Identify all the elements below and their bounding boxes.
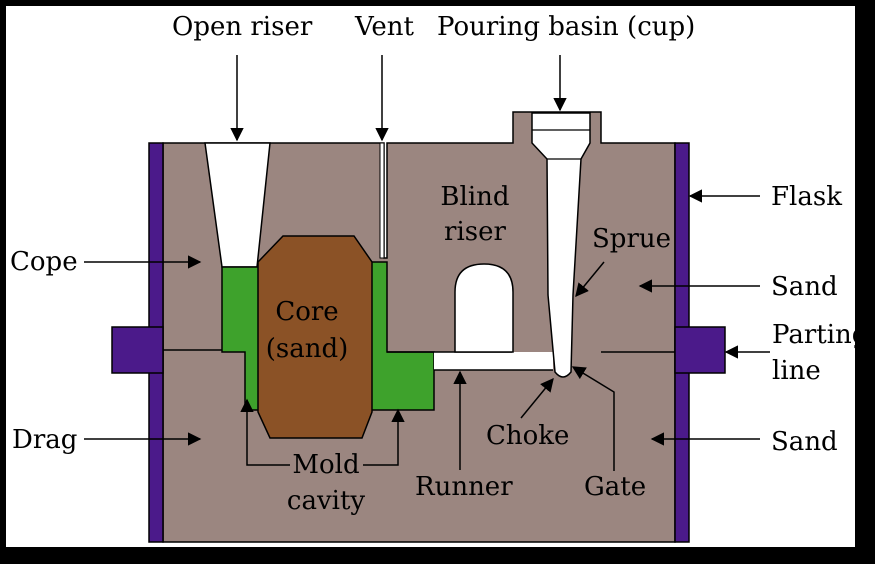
label-pouring-basin: Pouring basin (cup) (437, 12, 695, 42)
arrow-choke (520, 377, 554, 419)
label-parting-line1: Parting (772, 320, 868, 350)
labels: Open riser Vent Pouring basin (cup) Flas… (10, 12, 868, 516)
label-flask: Flask (771, 182, 842, 212)
label-sand-bottom: Sand (771, 427, 838, 457)
arrow-mold-cavity-left (240, 398, 290, 466)
label-runner: Runner (415, 472, 513, 502)
core-sand (257, 235, 373, 439)
label-mold-cavity-line2: cavity (287, 486, 366, 516)
pouring-basin-and-sprue (531, 112, 591, 378)
label-drag: Drag (12, 425, 77, 455)
label-choke: Choke (486, 421, 569, 451)
label-sprue: Sprue (592, 224, 671, 254)
arrow-gate (571, 366, 615, 471)
vent-channel (379, 142, 385, 259)
label-vent: Vent (354, 12, 415, 42)
flask-right-lug (674, 326, 726, 374)
arrow-sprue (575, 261, 605, 298)
label-cope: Cope (10, 247, 78, 277)
label-sand-top: Sand (771, 272, 838, 302)
label-core-line1: Core (275, 297, 338, 327)
label-gate: Gate (584, 472, 646, 502)
flask (111, 142, 726, 543)
label-open-riser: Open riser (172, 12, 313, 42)
label-blind-riser-line1: Blind (440, 182, 509, 212)
label-core-line2: (sand) (266, 334, 349, 364)
runner-channel (387, 352, 553, 370)
label-parting-line2: line (772, 356, 821, 386)
label-mold-cavity-line1: Mold (292, 450, 359, 480)
leader-arrows (84, 55, 770, 471)
arrow-mold-cavity-right (363, 408, 405, 466)
blind-riser-cavity (454, 263, 514, 353)
flask-left-lug (111, 326, 164, 374)
label-blind-riser-line2: riser (444, 217, 506, 247)
